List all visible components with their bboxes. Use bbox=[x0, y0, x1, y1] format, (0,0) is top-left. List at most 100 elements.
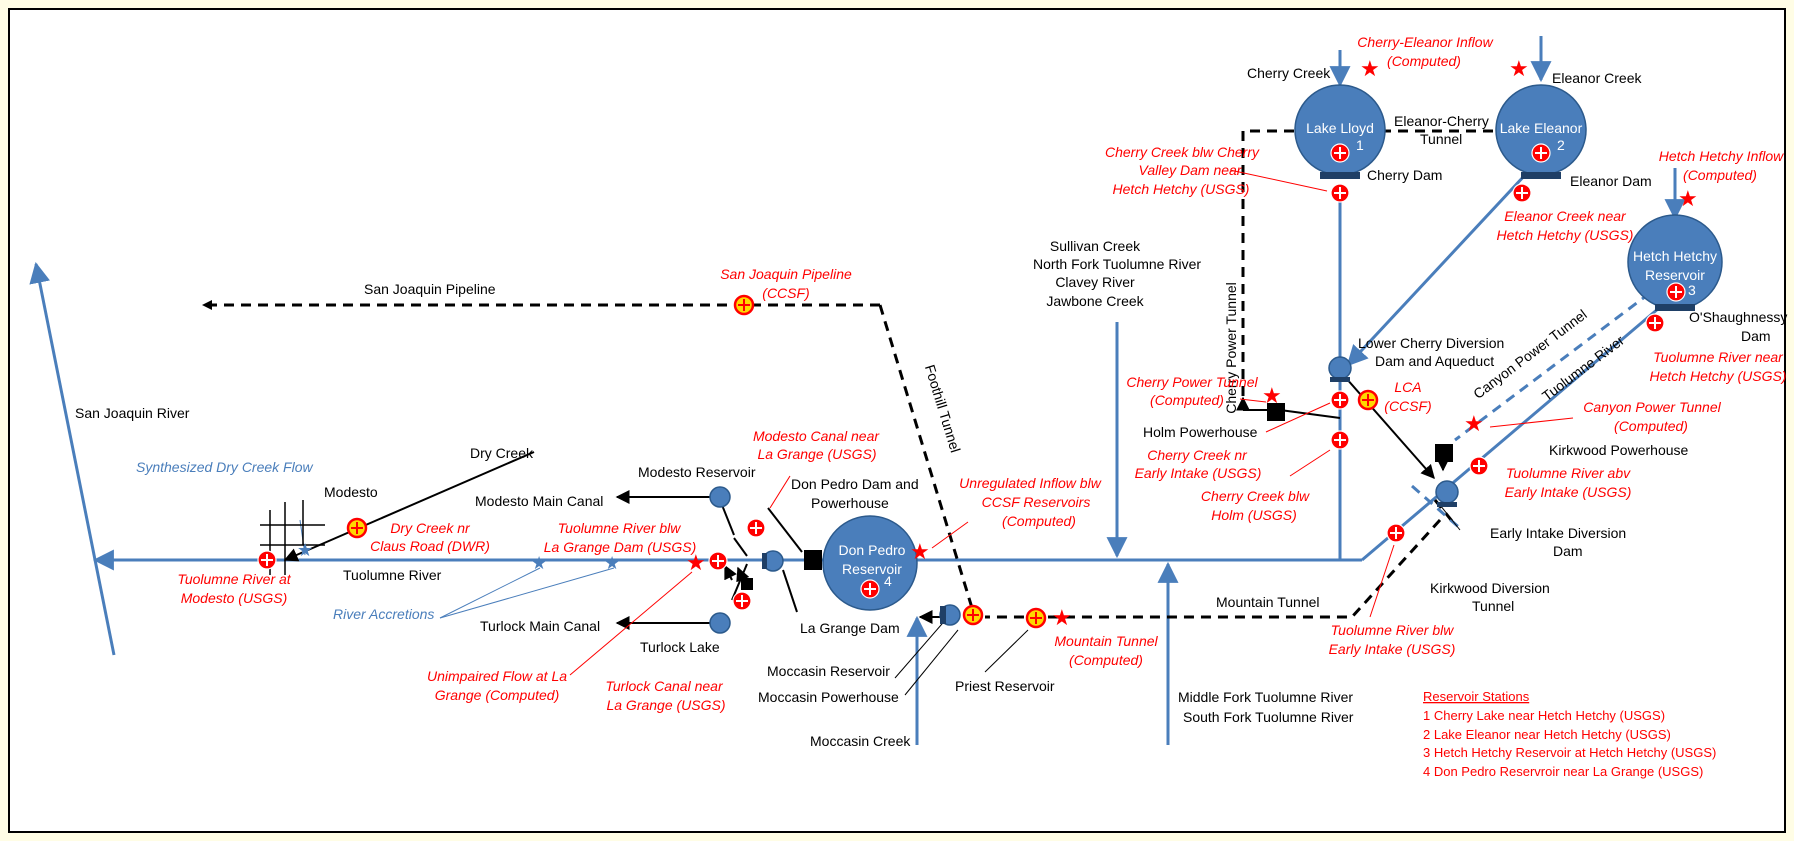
label-river-accretions: River Accretions bbox=[333, 606, 434, 622]
dry-creek-line bbox=[283, 451, 535, 562]
gauge-label-unregulated-1: Unregulated Inflow blw bbox=[959, 475, 1102, 491]
gauge-label-turlock-canal-1: Turlock Canal near bbox=[605, 678, 724, 694]
gauge-label-modesto-canal-1: Modesto Canal near bbox=[753, 428, 880, 444]
gauge-label-tuol-modesto-1: Tuolumne River at bbox=[177, 571, 291, 587]
gauge-label-canyon-pt-2: (Computed) bbox=[1614, 418, 1688, 434]
gauge-label-dry-creek-1: Dry Creek nr bbox=[390, 520, 471, 536]
pipeline-arrowhead bbox=[202, 300, 212, 310]
gauge-label-unregulated-3: (Computed) bbox=[1002, 513, 1076, 529]
accretion-leader-2 bbox=[439, 567, 615, 619]
canyon-pt-leader bbox=[1489, 417, 1574, 428]
hetch-hetchy-reservoir: Hetch Hetchy Reservoir 3 bbox=[1627, 214, 1723, 311]
gauge-label-tuol-blw-lg-2: La Grange Dam (USGS) bbox=[544, 539, 697, 555]
label-oshaughnessy-1: O'Shaughnessy bbox=[1689, 309, 1787, 325]
label-la-grange-dam: La Grange Dam bbox=[800, 620, 900, 636]
legend-item-4: 4 Don Pedro Reservroir near La Grange (U… bbox=[1423, 764, 1703, 779]
holm-link bbox=[1279, 409, 1341, 419]
star-mountain-tunnel-icon: ★ bbox=[1052, 605, 1072, 630]
gauge-sj-pipeline-icon bbox=[733, 294, 755, 316]
label-cherry-power-tunnel: Cherry Power Tunnel bbox=[1223, 282, 1239, 414]
unimpaired-leader bbox=[569, 571, 693, 676]
star-synth-dry-creek-icon: ★ bbox=[297, 540, 313, 560]
lake-lloyd-gauge-icon bbox=[1330, 143, 1350, 163]
star-accretion-1-icon: ★ bbox=[531, 553, 547, 573]
red-leaders bbox=[569, 169, 1574, 676]
hetch-hetchy-number: 3 bbox=[1688, 282, 1696, 298]
label-don-pedro-dam-1: Don Pedro Dam and bbox=[791, 476, 919, 492]
label-moccasin-reservoir: Moccasin Reservoir bbox=[767, 663, 890, 679]
label-don-pedro-dam-2: Powerhouse bbox=[811, 495, 889, 511]
gauge-tuol-blw-lg-icon bbox=[708, 551, 728, 571]
la-grange-leader bbox=[782, 569, 798, 613]
label-cherry-creek: Cherry Creek bbox=[1247, 65, 1331, 81]
modesto-canal-leader bbox=[769, 475, 791, 509]
gauge-label-lca-2: (CCSF) bbox=[1384, 398, 1431, 414]
gauge-label-tuol-blw-lg-1: Tuolumne River blw bbox=[558, 520, 682, 536]
la-grange-arrow-1 bbox=[724, 564, 737, 581]
diagram-frame bbox=[8, 8, 1786, 833]
gauge-label-mountain-tunnel-2: (Computed) bbox=[1069, 652, 1143, 668]
accretion-leader-1 bbox=[439, 567, 541, 619]
gauge-label-cherry-eleanor-1: Cherry-Eleanor Inflow bbox=[1357, 34, 1493, 50]
early-intake-node bbox=[1435, 480, 1459, 504]
label-clavey-river: Clavey River bbox=[1055, 274, 1135, 290]
legend-item-1: 1 Cherry Lake near Hetch Hetchy (USGS) bbox=[1423, 708, 1665, 723]
don-pedro-dam-leader bbox=[767, 507, 803, 553]
label-eleanor-creek: Eleanor Creek bbox=[1552, 70, 1642, 86]
label-kirkwood-tunnel-1: Kirkwood Diversion bbox=[1430, 580, 1550, 596]
label-middle-fork: Middle Fork Tuolumne River bbox=[1178, 689, 1353, 705]
cherry-pt-leader bbox=[1239, 398, 1267, 403]
cherry-dam-bar bbox=[1320, 172, 1360, 179]
modesto-grid-symbol bbox=[260, 500, 325, 575]
gauge-label-mountain-tunnel-1: Mountain Tunnel bbox=[1054, 633, 1158, 649]
gauge-turlock-canal-icon bbox=[732, 591, 752, 611]
cherry-blw-dam-leader bbox=[1229, 169, 1328, 192]
label-eleanor-cherry-2: Tunnel bbox=[1420, 131, 1462, 147]
label-tuolumne-river: Tuolumne River bbox=[343, 567, 442, 583]
lake-lloyd-number: 1 bbox=[1356, 137, 1364, 153]
star-unimpaired-icon: ★ bbox=[686, 550, 706, 575]
gauge-label-cherry-blw-dam-3: Hetch Hetchy (USGS) bbox=[1113, 181, 1250, 197]
moccasin-ph-leader bbox=[904, 629, 959, 696]
kirkwood-powerhouse-icon bbox=[1435, 444, 1453, 462]
tuol-early-leader bbox=[1369, 544, 1395, 618]
label-sullivan-creek: Sullivan Creek bbox=[1050, 238, 1141, 254]
hetch-hetchy-label-1: Hetch Hetchy bbox=[1633, 248, 1717, 264]
gauge-label-cherry-holm-1: Cherry Creek blw bbox=[1201, 488, 1310, 504]
turlock-lake-node bbox=[709, 612, 731, 634]
oshaughnessy-dam-bar bbox=[1655, 304, 1695, 311]
star-accretion-2-icon: ★ bbox=[604, 553, 620, 573]
label-jawbone-creek: Jawbone Creek bbox=[1046, 293, 1144, 309]
gauge-label-cherry-early-2: Early Intake (USGS) bbox=[1135, 465, 1262, 481]
don-pedro-label-2: Reservoir bbox=[842, 561, 902, 577]
hetch-hetchy-gauge-icon bbox=[1666, 282, 1686, 302]
label-south-fork: South Fork Tuolumne River bbox=[1183, 709, 1354, 725]
don-pedro-circle bbox=[822, 515, 918, 611]
tuolumne-upper-channel bbox=[1361, 295, 1673, 562]
gauge-eleanor-creek-icon bbox=[1512, 183, 1532, 203]
label-north-fork: North Fork Tuolumne River bbox=[1033, 256, 1201, 272]
gauge-label-hh-inflow-1: Hetch Hetchy Inflow bbox=[1659, 148, 1784, 164]
gauge-priest-icon bbox=[1025, 607, 1047, 629]
gauge-label-cherry-blw-dam-2: Valley Dam near bbox=[1139, 162, 1243, 178]
label-modesto: Modesto bbox=[324, 484, 378, 500]
gauge-tuol-modesto-icon bbox=[257, 550, 277, 570]
gauge-label-tuol-nr-hh-2: Hetch Hetchy (USGS) bbox=[1650, 368, 1787, 384]
gauge-label-dry-creek-2: Claus Road (DWR) bbox=[370, 538, 490, 554]
gauge-label-tuol-nr-hh-1: Tuolumne River near bbox=[1653, 349, 1784, 365]
la-grange-powerhouse-icon bbox=[741, 578, 753, 590]
gauge-label-tuol-modesto-2: Modesto (USGS) bbox=[181, 590, 288, 606]
gauge-label-unimpaired-1: Unimpaired Flow at La bbox=[427, 668, 567, 684]
label-cherry-dam: Cherry Dam bbox=[1367, 167, 1442, 183]
priest-leader bbox=[984, 629, 1029, 673]
gauge-dry-creek-icon bbox=[346, 517, 368, 539]
computed-stars: ★ ★ ★ ★ ★ ★ ★ ★ ★ ★ ★ bbox=[297, 56, 1698, 630]
gauge-label-sj-pipeline-2: (CCSF) bbox=[762, 285, 809, 301]
gauge-label-sj-pipeline-1: San Joaquin Pipeline bbox=[720, 266, 852, 282]
unregulated-leader bbox=[931, 521, 969, 549]
gauge-label-cherry-pt-1: Cherry Power Tunnel bbox=[1126, 374, 1258, 390]
gauge-label-cherry-eleanor-2: (Computed) bbox=[1387, 53, 1461, 69]
star-hh-inflow-icon: ★ bbox=[1678, 186, 1698, 211]
don-pedro-gauge-icon bbox=[860, 579, 880, 599]
label-modesto-reservoir: Modesto Reservoir bbox=[638, 464, 756, 480]
